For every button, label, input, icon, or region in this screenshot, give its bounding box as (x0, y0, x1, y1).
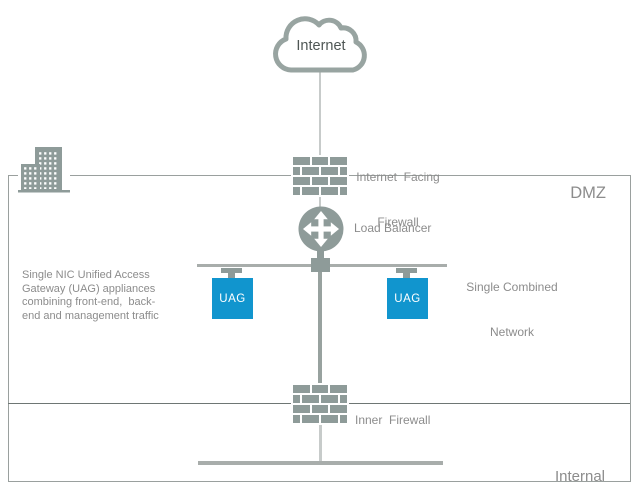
internet-cloud-icon (273, 16, 367, 73)
internet-firewall-label-line2: Firewall (377, 215, 419, 229)
connector-line-bottom (319, 425, 322, 463)
inner-firewall-label: Inner Firewall (355, 413, 431, 427)
load-balancer-label: Load Balancer (354, 221, 432, 235)
single-combined-network-label: Single Combined Network (462, 250, 562, 370)
uag-appliance-right: UAG (387, 278, 428, 319)
internet-firewall-label: Internet Facing Firewall (348, 140, 448, 260)
internal-network-label-line1: Internal (554, 468, 606, 485)
internet-firewall-label-line1: Internet Facing (356, 170, 440, 184)
uag-right-label: UAG (394, 292, 421, 305)
inner-firewall-icon (291, 383, 349, 425)
load-balancer-icon (298, 206, 344, 252)
uag-note-text: Single NIC Unified Access Gateway (UAG) … (22, 269, 159, 322)
internal-network-line (198, 461, 443, 465)
internet-facing-firewall-icon (291, 155, 349, 197)
single-combined-network-label-line1: Single Combined (466, 280, 558, 294)
dmz-zone-label: DMZ (570, 184, 606, 202)
uag-left-tap-stem (228, 272, 235, 279)
load-balancer-stem (317, 250, 324, 259)
cloud-label: Internet (296, 38, 346, 54)
uag-left-label: UAG (219, 292, 246, 305)
load-balancer-network-connector (311, 258, 330, 272)
uag-left-tap-bar (221, 268, 242, 273)
uag-right-tap-stem (403, 272, 410, 279)
office-building-icon (18, 146, 70, 195)
uag-appliance-left: UAG (212, 278, 253, 319)
uag-right-tap-bar (396, 268, 417, 273)
connector-line-mid (318, 271, 322, 385)
single-combined-network-label-line2: Network (489, 325, 534, 339)
internal-network-label: Internal Network (540, 424, 620, 496)
